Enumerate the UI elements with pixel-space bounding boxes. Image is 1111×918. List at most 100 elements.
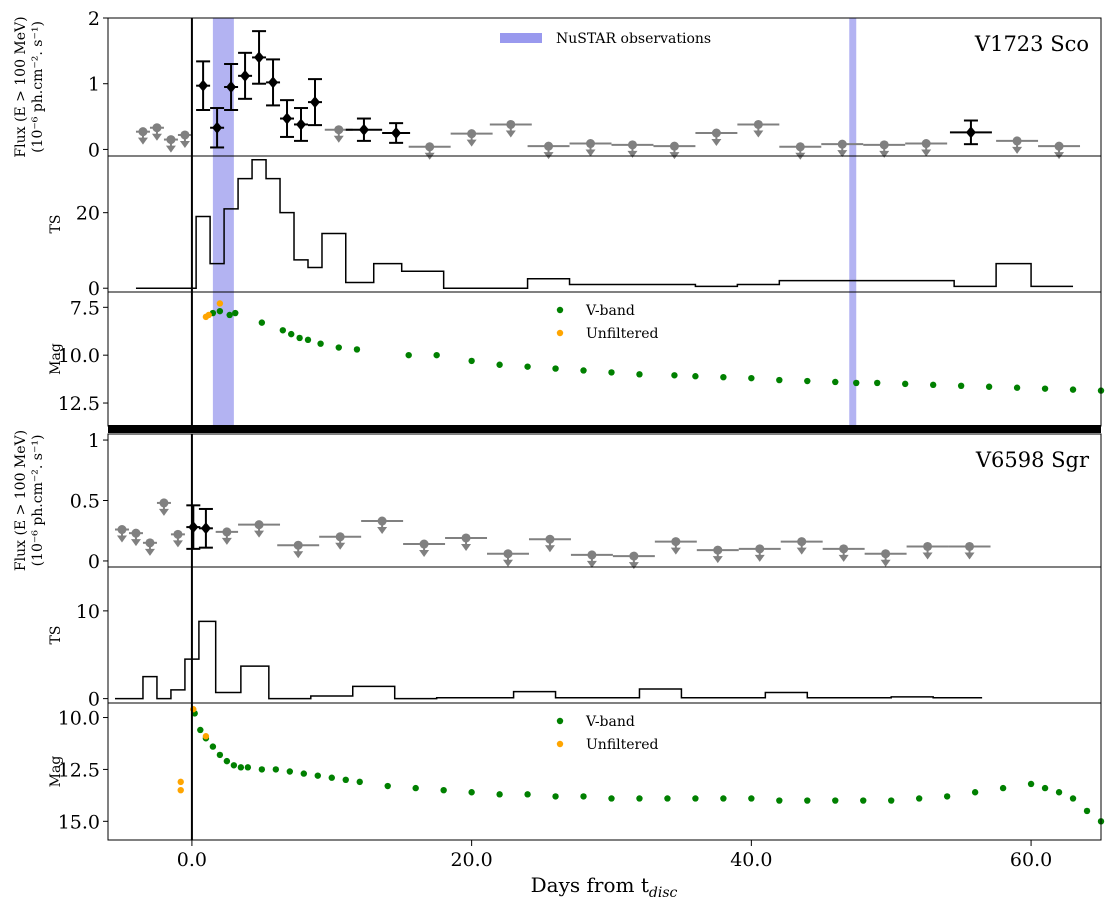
panel-title: V1723 Sco [974,32,1089,56]
mag-point-vband [216,751,224,759]
mag-point-vband [692,795,699,802]
mag-point-vband [524,791,531,798]
upper-limit-point [335,532,345,542]
upper-limit-arrow [796,547,807,555]
upper-limit-arrow [130,539,141,547]
mag-point-vband [258,766,266,773]
upper-limit-arrow [377,527,388,535]
detection-point [965,126,976,139]
mag-point-vband [468,357,475,365]
upper-limit-point [755,544,765,554]
y-tick-label: 20 [76,203,100,225]
mag-point-vband [748,374,755,382]
y-axis-label: (10⁻⁶ ph.cm⁻². s⁻¹) [30,435,46,567]
upper-limit-point [795,142,805,152]
upper-limit-point [173,529,183,539]
upper-limit-point [159,498,169,508]
mag-point-vband [720,795,727,802]
y-axis-label: Mag [48,343,64,375]
mag-point-vband [209,743,217,750]
y-tick-label: 10.0 [58,708,100,730]
legend-marker [556,717,564,725]
panel-frame [107,702,1102,841]
mag-point-vband [915,795,923,802]
detection-point [309,96,320,109]
upper-limit-point [293,540,303,550]
upper-limit-arrow [254,530,265,538]
upper-limit-arrow [293,551,304,559]
y-tick-label: 0 [88,139,100,161]
y-tick-label: 0 [88,551,100,573]
panel-title: V6598 Sgr [975,448,1090,472]
legend-marker [556,329,564,337]
mag-point-vband [748,795,755,802]
mag-point-vband [335,344,342,351]
mag-point-vband [608,795,615,802]
y-axis-label: Flux (E > 100 MeV) [13,430,29,571]
mag-point-vband [288,330,295,338]
x-tick-label: 60.0 [1010,849,1052,871]
mag-point-vband [804,797,811,804]
mag-point-vband [985,383,993,390]
upper-limit-arrow [627,150,638,158]
mag-point-vband [524,363,531,370]
mag-point-vband [608,369,615,376]
upper-limit-arrow [165,145,176,153]
separator-bar [108,425,1101,433]
mag-point-vband [832,797,839,804]
x-tick-label: 20.0 [450,849,492,871]
y-tick-label: 0 [88,689,100,711]
upper-limit-point [627,140,637,150]
mag-point-vband [636,371,643,378]
upper-limit-point [711,128,721,138]
upper-limit-arrow [921,149,932,157]
upper-limit-point [166,135,176,145]
upper-limit-arrow [628,562,639,570]
mag-point-vband [1013,384,1021,391]
upper-limit-arrow [466,139,477,147]
mag-point-vband [440,786,447,794]
upper-limit-arrow [505,130,516,138]
mag-point-vband [258,319,266,326]
upper-limit-point [713,545,723,555]
mag-point-vband [232,309,239,317]
upper-limit-arrow [179,140,190,148]
y-tick-label: 15.0 [58,811,100,833]
upper-limit-arrow [137,137,148,145]
mag-point-vband [860,797,867,804]
mag-point-vband [286,768,294,775]
upper-limit-arrow [712,556,723,564]
mag-point-vband [1083,807,1091,815]
mag-point-vband [901,380,909,388]
upper-limit-arrow [158,508,169,516]
mag-point-vband [496,361,503,368]
mag-point-vband [776,797,783,804]
mag-point-unfiltered [177,786,184,794]
mag-point-vband [804,377,811,385]
mag-point-vband [317,340,324,347]
mag-point-vband [237,764,245,771]
upper-limit-arrow [964,552,975,560]
mag-point-vband [328,774,335,781]
detection-point [296,118,307,131]
upper-limit-arrow [879,150,890,158]
upper-limit-point [586,139,596,149]
mag-point-vband [692,373,699,380]
y-tick-label: 1 [88,74,100,96]
y-axis-label: (10⁻⁶ ph.cm⁻². s⁻¹) [30,21,46,153]
ts-step-line [114,620,983,700]
panel-frame [107,566,1102,704]
mag-point-vband [230,762,238,769]
upper-limit-arrow [754,554,765,562]
mag-point-vband [776,376,783,384]
upper-limit-point [377,516,387,526]
upper-limit-arrow [172,540,183,548]
upper-limit-arrow [333,135,344,143]
legend-label: V-band [585,303,635,319]
nustar-band [212,18,234,156]
mag-point-vband [832,378,839,386]
mag-point-vband [552,793,559,800]
detection-point [226,81,237,93]
